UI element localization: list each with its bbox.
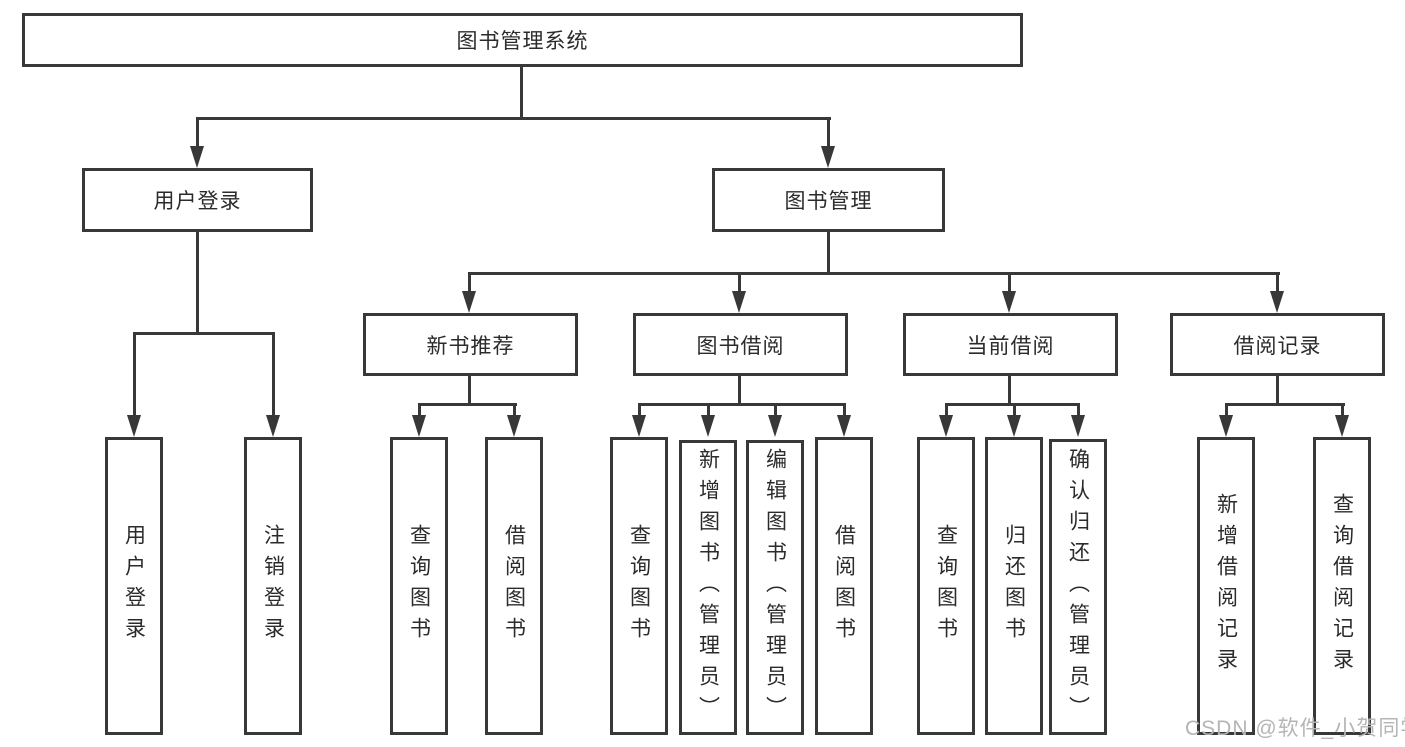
connector-arrowhead (939, 415, 953, 437)
connector-line (638, 403, 641, 417)
leaf-box-add-borrow-record: 新增借阅记录 (1197, 437, 1255, 735)
connector-line (827, 232, 830, 275)
connector-arrowhead (266, 415, 280, 437)
connector-line (1225, 403, 1228, 417)
connector-arrowhead (632, 415, 646, 437)
connector-line (638, 403, 846, 406)
leaf-box-borrow-books: 借阅图书 (815, 437, 873, 735)
leaf-box-return-books: 归还图书 (985, 437, 1043, 735)
leaf-label: 查询借阅记录 (1330, 493, 1354, 679)
leaf-label: 借阅图书 (502, 524, 526, 648)
connector-line (945, 403, 1080, 406)
connector-line (468, 376, 471, 405)
connector-line (843, 403, 846, 417)
leaf-box-confirm-return-admin: 确认归还（管理员） (1049, 439, 1107, 735)
connector-line (133, 332, 275, 335)
leaf-box-add-books-admin: 新增图书（管理员） (679, 440, 737, 735)
connector-line (272, 332, 275, 416)
leaf-box-query-borrow-record: 查询借阅记录 (1313, 437, 1371, 735)
connector-line (1341, 403, 1344, 417)
connector-arrowhead (1007, 415, 1021, 437)
leaf-label: 查询图书 (407, 524, 431, 648)
group-box-new-book-recommend: 新书推荐 (363, 313, 578, 376)
connector-line (418, 403, 421, 417)
connector-line (945, 403, 948, 417)
leaf-label: 查询图书 (934, 524, 958, 648)
connector-line (738, 376, 741, 405)
leaf-label: 注销登录 (261, 524, 285, 648)
branch-box-book-management: 图书管理 (712, 168, 945, 232)
leaf-box-query-books-recommend: 查询图书 (390, 437, 448, 735)
leaf-label: 查询图书 (627, 524, 651, 648)
connector-line (1225, 403, 1345, 406)
connector-arrowhead (821, 146, 835, 168)
leaf-box-borrow-books-recommend: 借阅图书 (485, 437, 543, 735)
connector-line (196, 232, 199, 335)
connector-arrowhead (701, 415, 715, 437)
connector-line (1008, 272, 1011, 294)
connector-line (1077, 403, 1080, 417)
connector-arrowhead (1002, 291, 1016, 313)
connector-arrowhead (1335, 415, 1349, 437)
connector-arrowhead (837, 415, 851, 437)
connector-arrowhead (507, 415, 521, 437)
leaf-label: 确认归还（管理员） (1066, 447, 1090, 727)
leaf-label: 新增图书（管理员） (696, 448, 720, 727)
connector-arrowhead (1270, 291, 1284, 313)
group-box-book-borrow: 图书借阅 (633, 313, 848, 376)
connector-line (133, 332, 136, 416)
connector-arrowhead (462, 291, 476, 313)
leaf-box-query-books-borrow: 查询图书 (610, 437, 668, 735)
connector-arrowhead (1071, 415, 1085, 437)
connector-line (520, 67, 523, 120)
leaf-label: 编辑图书（管理员） (763, 448, 787, 727)
leaf-label: 新增借阅记录 (1214, 493, 1238, 679)
root-box-library-management-system: 图书管理系统 (22, 13, 1023, 67)
connector-arrowhead (412, 415, 426, 437)
connector-line (1013, 403, 1016, 417)
connector-arrowhead (1219, 415, 1233, 437)
leaf-box-user-login: 用户登录 (105, 437, 163, 735)
csdn-watermark: CSDN @软件_小贺同学 (1185, 717, 1405, 740)
connector-line (774, 403, 777, 417)
connector-line (827, 117, 830, 149)
connector-line (738, 272, 741, 294)
leaf-box-query-books-current: 查询图书 (917, 437, 975, 735)
connector-line (196, 117, 199, 149)
group-box-borrow-records: 借阅记录 (1170, 313, 1385, 376)
connector-line (513, 403, 516, 417)
group-box-current-borrow: 当前借阅 (903, 313, 1118, 376)
connector-arrowhead (127, 415, 141, 437)
leaf-label: 借阅图书 (832, 524, 856, 648)
connector-line (418, 403, 517, 406)
connector-line (468, 272, 471, 294)
leaf-label: 归还图书 (1002, 524, 1026, 648)
connector-arrowhead (768, 415, 782, 437)
connector-line (707, 403, 710, 417)
leaf-box-logout: 注销登录 (244, 437, 302, 735)
leaf-label: 用户登录 (122, 524, 146, 648)
connector-line (468, 272, 1280, 275)
branch-box-user-login: 用户登录 (82, 168, 313, 232)
connector-line (1276, 272, 1279, 294)
connector-line (196, 117, 831, 120)
connector-arrowhead (190, 146, 204, 168)
leaf-box-edit-books-admin: 编辑图书（管理员） (746, 440, 804, 735)
connector-arrowhead (732, 291, 746, 313)
connector-line (1276, 376, 1279, 405)
connector-line (1008, 376, 1011, 405)
